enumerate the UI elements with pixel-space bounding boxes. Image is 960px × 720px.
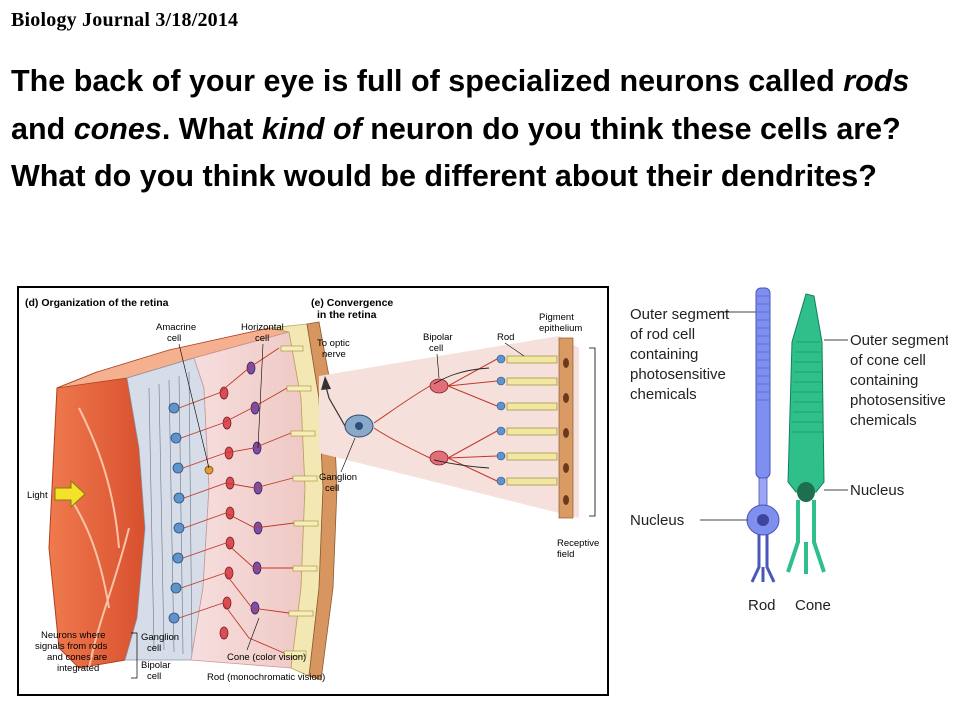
label-horizontal-1: Horizontal [241, 322, 284, 333]
label-receptive-1: Receptive [557, 538, 599, 549]
rod-cone-figure: Outer segment of rod cell containing pho… [628, 282, 950, 622]
question-text-2: . What [161, 111, 262, 146]
label-pigment-2: epithelium [539, 323, 582, 334]
question-kind-of: kind of [261, 111, 362, 146]
label-receptive-2: field [557, 549, 574, 560]
label-bipolar-2: cell [429, 343, 443, 354]
label-horizontal-2: cell [255, 333, 269, 344]
journal-question: The back of your eye is full of speciali… [11, 58, 946, 201]
cone-outer-label-1: Outer segment [850, 332, 948, 349]
light-arrow [54, 479, 86, 509]
question-rods: rods [843, 64, 910, 98]
rod-cone-diagram: Outer segment of rod cell containing pho… [630, 287, 950, 614]
retina-figure: (d) Organization of the retina (e) Conve… [17, 286, 609, 696]
question-text-and: and [11, 111, 74, 146]
label-to-optic-1: To optic [317, 338, 350, 349]
label-rod-vision: Rod (monochromatic vision) [207, 672, 325, 683]
cone-cell [786, 293, 826, 574]
label-to-optic-2: nerve [322, 349, 346, 360]
label-bipolar-1: Bipolar [423, 332, 453, 343]
label-neurons-2: signals from rods [35, 641, 108, 652]
question-text-1: The back of your eye is full of speciali… [11, 64, 844, 98]
label-amacrine-2: cell [167, 333, 181, 344]
cone-outer-label-4: photosensitive [850, 392, 946, 409]
rod-outer-label-2: of rod cell [630, 326, 695, 343]
rod-outer-label-5: chemicals [630, 386, 697, 403]
cone-label: Cone [795, 597, 831, 614]
label-amacrine-1: Amacrine [156, 322, 196, 333]
label-bottom-bipolar-1: Bipolar [141, 660, 171, 671]
retina-diagram: (d) Organization of the retina (e) Conve… [25, 297, 599, 683]
label-ganglion-2: cell [325, 483, 339, 494]
rod-outer-label-1: Outer segment [630, 306, 730, 323]
rod-outer-label-3: containing [630, 346, 698, 363]
nucleus-left-label: Nucleus [630, 512, 684, 529]
cone-outer-label-5: chemicals [850, 412, 917, 429]
label-neurons-3: and cones are [47, 652, 107, 663]
label-bottom-ganglion-2: cell [147, 643, 161, 654]
label-neurons-4: integrated [57, 663, 99, 674]
label-light: Light [27, 490, 48, 501]
panel-e-title-2: in the retina [317, 309, 377, 321]
cone-outer-label-3: containing [850, 372, 918, 389]
question-cones: cones [73, 111, 162, 146]
label-bottom-ganglion-1: Ganglion [141, 632, 179, 643]
retina-block [48, 321, 338, 681]
rod-outer-label-4: photosensitive [630, 366, 726, 383]
label-pigment-1: Pigment [539, 312, 574, 323]
label-bottom-bipolar-2: cell [147, 671, 161, 682]
nucleus-right-label: Nucleus [850, 482, 904, 499]
question-text-3: neuron do you think these cells are? Wha… [11, 111, 901, 194]
rod-label: Rod [748, 597, 776, 614]
label-rod: Rod [497, 332, 514, 343]
label-cone-vision: Cone (color vision) [227, 652, 306, 663]
cone-outer-label-2: of cone cell [850, 352, 926, 369]
label-neurons-1: Neurons where [41, 630, 105, 641]
label-ganglion-1: Ganglion [319, 472, 357, 483]
rod-cell [746, 287, 780, 583]
journal-title: Biology Journal 3/18/2014 [11, 9, 239, 31]
panel-d-title: (d) Organization of the retina [25, 297, 169, 309]
convergence-diagram [319, 336, 596, 519]
panel-e-title-1: (e) Convergence [311, 297, 393, 309]
